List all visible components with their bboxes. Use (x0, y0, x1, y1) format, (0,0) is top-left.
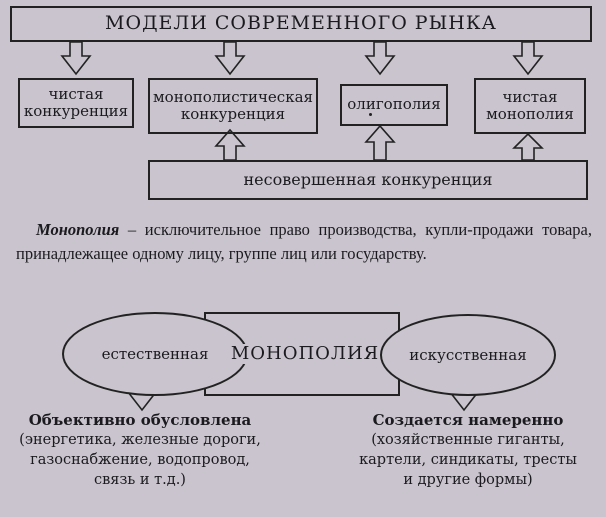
box-pure-competition: чистая конкуренция (18, 78, 134, 128)
artificial-text: (хозяйственные гиганты, картели, синдика… (359, 432, 577, 488)
box-oligopoly: олигополия (340, 84, 448, 126)
oval-natural: естественная (62, 312, 248, 396)
oval-artificial: искусственная (380, 314, 556, 396)
natural-description: Объективно обусловлена (энергетика, желе… (12, 410, 268, 490)
down-arrow-2 (214, 41, 246, 76)
up-arrow-1 (214, 128, 246, 161)
dot-mark (369, 113, 372, 116)
artificial-heading: Создается намеренно (372, 411, 564, 429)
natural-heading: Объективно обусловлена (28, 411, 252, 429)
box-monopolistic-competition: монополистическая конкуренция (148, 78, 318, 134)
natural-text: (энергетика, железные дороги, газоснабже… (19, 432, 261, 488)
definition-term: Монополия (36, 220, 120, 239)
down-arrow-4 (512, 41, 544, 76)
artificial-description: Создается намеренно (хозяйственные гиган… (340, 410, 596, 490)
up-arrow-2 (364, 124, 396, 161)
box-monopoly-label: МОНОПОЛИЯ (230, 342, 380, 365)
definition-text: – исключительное право производства, куп… (16, 220, 592, 263)
down-arrow-1 (60, 41, 92, 76)
monopoly-definition: Монополия – исключительное право произво… (16, 218, 592, 266)
box-pure-monopoly: чистая монополия (474, 78, 586, 134)
up-arrow-3 (512, 132, 544, 161)
down-arrow-3 (364, 41, 396, 76)
box-imperfect-competition: несовершенная конкуренция (148, 160, 588, 200)
diagram-title: МОДЕЛИ СОВРЕМЕННОГО РЫНКА (10, 6, 592, 42)
